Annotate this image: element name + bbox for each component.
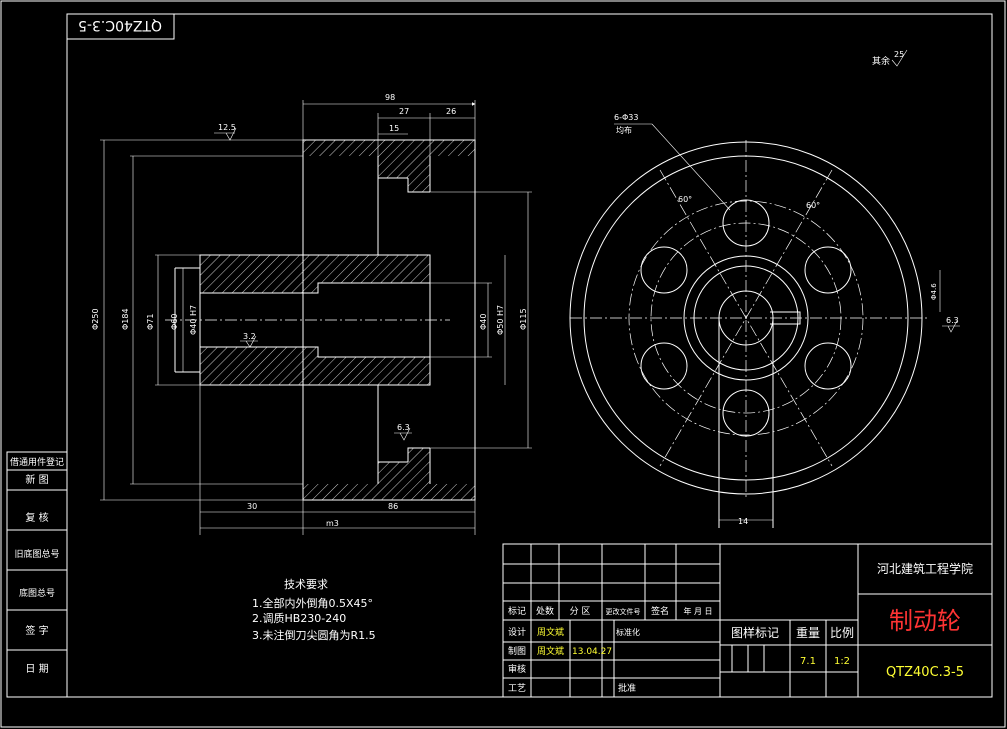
rim-top-hatch — [303, 140, 475, 156]
stage-label: 图样标记 — [731, 625, 779, 640]
flipped-number-box: QTZ40C.3-5 — [66, 13, 175, 40]
hdr-count: 处数 — [536, 605, 554, 617]
school-name: 河北建筑工程学院 — [877, 561, 973, 576]
strip-cell-5: 底图总号 — [19, 587, 55, 599]
row-review: 审核 — [508, 663, 526, 675]
front-section-view: 12.5 3.2 6.3 98 27 26 15 Φ250 Φ184 Φ71 Φ… — [91, 93, 532, 535]
strip-cell-3: 复 核 — [25, 511, 48, 524]
part-name: 制动轮 — [889, 607, 961, 635]
angle-2: 60° — [806, 201, 820, 210]
hole-label: 6-Φ33 — [614, 113, 638, 122]
dim-right-a: Φ4.6 — [930, 283, 938, 300]
hdr-change: 更改文件号 — [606, 607, 641, 616]
row-design: 设计 — [508, 626, 526, 638]
rim-bottom-hatch — [303, 484, 475, 500]
row-process: 工艺 — [508, 683, 526, 694]
dim-dia-250: Φ250 — [91, 308, 100, 330]
scale-value: 1:2 — [834, 656, 850, 667]
angle-1: 60° — [678, 195, 692, 204]
dim-bottom-30: 30 — [247, 502, 257, 511]
designer-name: 周文斌 — [537, 626, 564, 638]
dim-right-40: Φ40 — [479, 314, 488, 330]
hdr-date: 年 月 日 — [683, 606, 712, 616]
dim-top-27: 27 — [399, 107, 409, 116]
weight-value: 7.1 — [800, 656, 816, 667]
hdr-zone: 分 区 — [570, 606, 591, 617]
title-block: 标记 处数 分 区 更改文件号 签名 年 月 日 设计 周文斌 标准化 制图 周… — [502, 543, 993, 698]
left-strip: 借通用件登记 新 图 复 核 旧底图总号 底图总号 签 字 日 期 — [6, 451, 68, 698]
row-draw: 制图 — [508, 645, 526, 657]
dim-dia-184: Φ184 — [121, 308, 130, 330]
weight-label: 重量 — [796, 626, 820, 640]
dim-top-15: 15 — [389, 124, 399, 133]
hole-sub: 均布 — [616, 125, 632, 135]
flipped-drawing-number: QTZ40C.3-5 — [78, 17, 162, 33]
strip-cell-7: 日 期 — [25, 663, 48, 675]
dim-bottom-m3: m3 — [326, 519, 339, 528]
technical-requirements: 技术要求 1.全部内外倒角0.5X45° 2.调质HB230-240 3.未注倒… — [252, 578, 376, 642]
dim-top-98: 98 — [385, 93, 395, 102]
side-view: 6-Φ33 均布 60° 60° Φ4.6 6.3 14 — [569, 113, 960, 528]
dim-right-115: Φ115 — [519, 308, 528, 330]
roughness-low: 6.3 — [397, 423, 410, 432]
tech-req-3: 3.未注倒刀尖圆角为R1.5 — [252, 628, 376, 642]
tech-req-2: 2.调质HB230-240 — [252, 612, 346, 625]
row-std: 标准化 — [616, 627, 640, 637]
draw-date: 13.04.27 — [572, 647, 612, 657]
dim-bottom-86: 86 — [388, 502, 398, 511]
roughness-top: 12.5 — [218, 123, 236, 132]
tech-req-1: 1.全部内外倒角0.5X45° — [252, 596, 373, 610]
tech-req-title: 技术要求 — [284, 578, 328, 591]
roughness-other-value: 25 — [894, 50, 904, 59]
roughness-other-label: 其余 — [872, 55, 890, 67]
roughness-other: 其余 25 — [872, 49, 908, 67]
dim-right-b: 6.3 — [946, 316, 959, 325]
drawer-name: 周文斌 — [537, 645, 564, 657]
dim-right-50: Φ50 H7 — [496, 305, 505, 335]
strip-cell-4: 旧底图总号 — [14, 548, 59, 560]
row-approve: 批准 — [618, 682, 636, 694]
scale-label: 比例 — [830, 626, 854, 640]
strip-cell-1: 借通用件登记 — [10, 456, 64, 468]
roughness-mid: 3.2 — [243, 332, 256, 341]
dim-top-26: 26 — [446, 107, 456, 116]
dim-bore: Φ40 H7 — [189, 305, 198, 335]
strip-cell-2: 新 图 — [25, 473, 48, 486]
drawing-number: QTZ40C.3-5 — [886, 665, 964, 680]
dim-dia-60: Φ60 — [170, 314, 179, 330]
hdr-mark: 标记 — [508, 605, 526, 617]
hdr-sign: 签名 — [651, 605, 669, 617]
dim-dia-71: Φ71 — [146, 314, 155, 330]
keyway-dim: 14 — [738, 517, 748, 526]
strip-cell-6: 签 字 — [25, 624, 48, 637]
